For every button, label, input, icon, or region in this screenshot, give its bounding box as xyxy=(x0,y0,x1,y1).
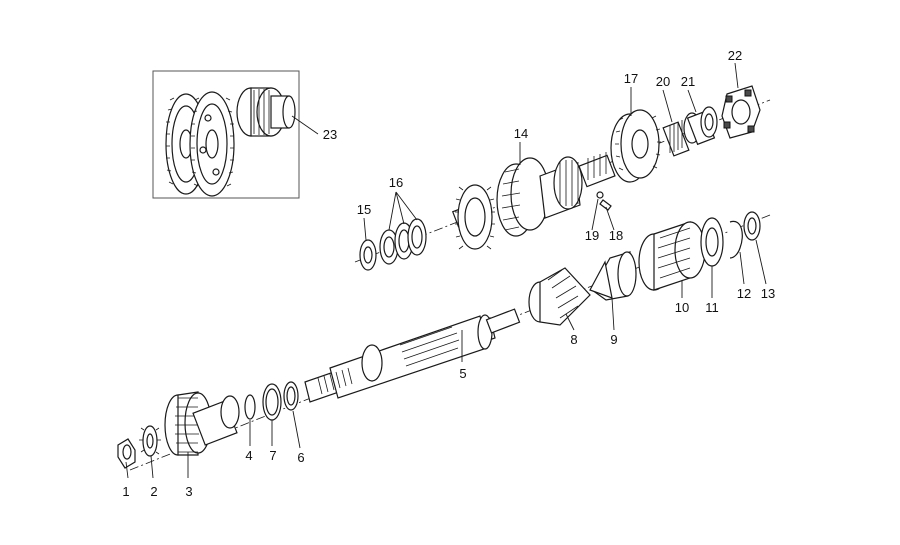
part-13-washer xyxy=(743,211,761,241)
inset-disc-left-teeth xyxy=(166,97,175,185)
inset-frame xyxy=(152,70,300,199)
callout-19: 19 xyxy=(585,228,599,243)
part-3-gear xyxy=(164,391,240,456)
part-16-rings xyxy=(379,218,427,265)
part-6-ring xyxy=(283,381,299,411)
leader-lines xyxy=(125,62,767,479)
callout-14: 14 xyxy=(514,126,528,141)
part-11-bearing xyxy=(700,217,724,267)
callout-4: 4 xyxy=(245,448,252,463)
callout-17: 17 xyxy=(624,71,638,86)
part-8-bevel-pinion xyxy=(528,267,591,326)
callout-22: 22 xyxy=(728,48,742,63)
callout-2: 2 xyxy=(150,484,157,499)
part-9-bevel-cone xyxy=(589,251,637,301)
callout-15: 15 xyxy=(357,202,371,217)
callout-8: 8 xyxy=(570,332,577,347)
callout-12: 12 xyxy=(737,286,751,301)
part-7-washer xyxy=(262,383,282,421)
part-17-gear xyxy=(610,109,661,183)
layshaft-assembly xyxy=(354,85,771,271)
callout-21: 21 xyxy=(681,74,695,89)
part-10-dog-sleeve xyxy=(638,221,706,291)
callout-11: 11 xyxy=(705,300,719,315)
callout-9: 9 xyxy=(610,332,617,347)
inset-kit-23 xyxy=(152,70,300,199)
part-20-needle-bearing xyxy=(662,120,690,157)
callout-6: 6 xyxy=(297,450,304,465)
callout-13: 13 xyxy=(761,286,775,301)
callout-20: 20 xyxy=(656,74,670,89)
callout-16: 16 xyxy=(389,175,403,190)
callout-10: 10 xyxy=(675,300,689,315)
part-14-cluster-gear xyxy=(451,152,616,250)
callout-labels: 1 2 3 4 5 6 7 8 9 10 11 12 13 14 15 16 1… xyxy=(122,48,775,499)
part-2-lockwasher xyxy=(139,425,161,457)
part-22-nut xyxy=(721,85,761,139)
callout-23: 23 xyxy=(323,127,337,142)
part-4-circlip xyxy=(244,394,256,420)
part-21-sleeve xyxy=(683,106,718,146)
callout-5: 5 xyxy=(459,366,466,381)
part-1-nut xyxy=(117,438,136,469)
part-18-19-pin xyxy=(596,191,612,211)
callout-1: 1 xyxy=(122,484,129,499)
callout-3: 3 xyxy=(185,484,192,499)
mainshaft-assembly xyxy=(117,211,771,471)
callout-7: 7 xyxy=(269,448,276,463)
part-5-mainshaft xyxy=(304,308,521,403)
part-12-circlip xyxy=(729,220,743,259)
callout-18: 18 xyxy=(609,228,623,243)
